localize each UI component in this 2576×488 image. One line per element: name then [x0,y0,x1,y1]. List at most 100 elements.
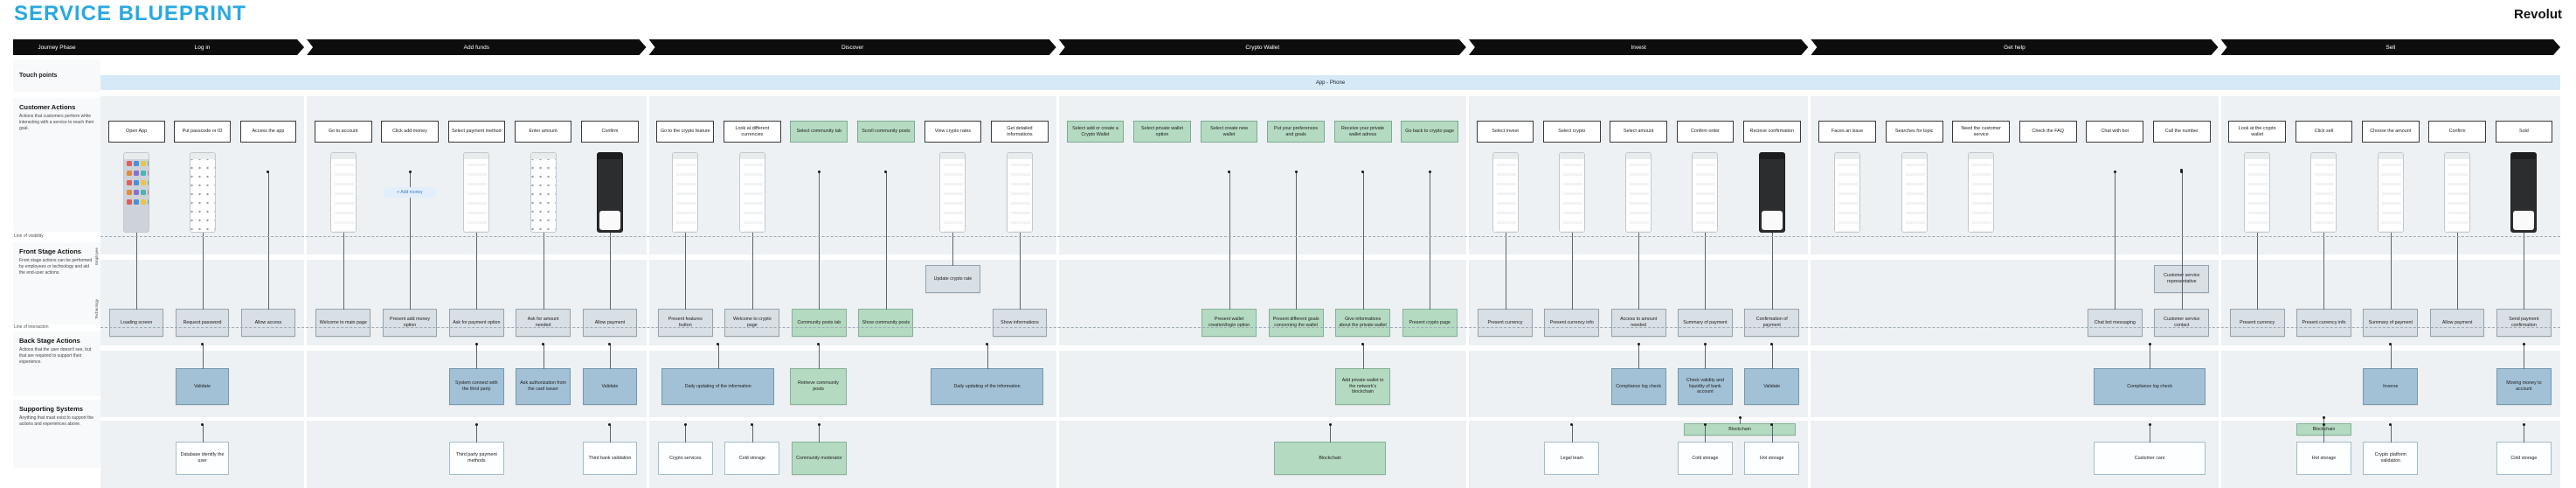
phone-screenshot[interactable] [1558,152,1585,233]
sticky-note[interactable]: Present different goals concerning the w… [1268,171,1324,337]
customer-action-card[interactable]: Look at the crypto wallet [2228,121,2286,143]
customer-action-card[interactable]: Click sell [2295,121,2353,143]
sticky-note[interactable]: Customer care [2094,423,2206,475]
sticky-note[interactable]: Validate [1744,343,1800,405]
sticky-note[interactable]: Present currency info [2296,171,2351,337]
sticky-note[interactable]: Present currency info [1544,171,1600,337]
sticky-note[interactable]: Show informations [992,171,1048,337]
phone-screenshot[interactable] [2377,152,2404,233]
phone-screenshot[interactable] [1834,152,1861,233]
sticky-note[interactable]: Third party payment methods [448,423,504,475]
phone-screenshot[interactable] [672,152,699,233]
phone-screenshot[interactable] [1625,152,1652,233]
customer-action-card[interactable]: Select create new wallet [1200,121,1258,143]
phone-screenshot[interactable] [123,152,150,233]
phone-screenshot[interactable] [2310,152,2337,233]
sticky-note[interactable]: Confirmation of payment [1744,171,1800,337]
customer-action-card[interactable]: Go back to crypto page [1401,121,1459,143]
sticky-note[interactable]: Request password [175,171,230,337]
customer-action-card[interactable]: Go to account [314,121,372,143]
sticky-note[interactable]: Crypto platform validation [2363,423,2419,475]
phone-screenshot[interactable] [1901,152,1928,233]
phone-screenshot[interactable] [1492,152,1519,233]
sticky-note[interactable]: Moving money to account [2496,343,2552,405]
sticky-note[interactable]: Validate [582,343,638,405]
phone-screenshot[interactable] [596,152,623,233]
sticky-note[interactable]: Ask for amount needed [516,171,571,337]
sticky-note[interactable]: Present crypto page [1402,171,1458,337]
customer-action-card[interactable]: Select invest [1476,121,1534,143]
sticky-note[interactable]: Send payment confirmation [2496,171,2552,337]
phone-screenshot[interactable] [2510,152,2538,233]
sticky-note[interactable]: Hot storage [1744,423,1800,475]
sticky-note[interactable]: Present currency [1478,171,1533,337]
customer-action-card[interactable]: Select private wallet option [1133,121,1191,143]
phone-screenshot[interactable] [2444,152,2471,233]
customer-action-card[interactable]: Call the number [2152,121,2211,143]
customer-action-card[interactable]: Confirm order [1676,121,1735,143]
sticky-note[interactable]: Third bank validation [582,423,638,475]
phone-screenshot[interactable] [738,152,765,233]
sticky-note[interactable]: Community moderator [791,423,847,475]
customer-action-card[interactable]: Check the FAQ [2019,121,2077,143]
customer-action-card[interactable]: Get detailed informations [991,121,1049,143]
customer-action-card[interactable]: Confirm [581,121,639,143]
customer-action-card[interactable]: Go to the crypto feature [656,121,715,143]
sticky-note[interactable]: Check validity and liquidity of bank acc… [1678,343,1733,405]
sticky-note[interactable]: Database identify the user [175,423,230,475]
sticky-note[interactable]: Ask authorization from the card issuer [516,343,571,405]
sticky-note[interactable]: Chat bot messaging [2087,171,2143,337]
sticky-note[interactable]: Cold storage [1678,423,1733,475]
customer-action-card[interactable]: Click add money [381,121,439,143]
sticky-note[interactable]: Inverse [2363,343,2419,405]
customer-action-card[interactable]: Recieve confirmation [1742,121,1801,143]
sticky-note[interactable]: Compliance log check [2094,343,2206,405]
sticky-note[interactable]: Cold storage [724,423,780,475]
customer-action-card[interactable]: Access the app [239,121,297,143]
sticky-note[interactable]: Crypto services [657,423,713,475]
sticky-note[interactable]: Compliance log check [1610,343,1666,405]
phone-screenshot[interactable] [1006,152,1033,233]
customer-action-card[interactable]: Look at different currencies [723,121,781,143]
phone-screenshot[interactable] [189,152,216,233]
customer-action-card[interactable]: Enter amount [514,121,572,143]
customer-action-card[interactable]: Select community tab [790,121,848,143]
sticky-note[interactable]: Ask for payment option [448,171,504,337]
customer-action-card[interactable]: Need the customer service [1952,121,2011,143]
sticky-note[interactable]: Cold storage [2496,423,2552,475]
sticky-note[interactable]: Blockchain [1274,423,1386,475]
sticky-note[interactable]: Summary of payment [1678,171,1733,337]
phone-screenshot[interactable] [939,152,966,233]
sticky-note[interactable]: Blockchain [1684,416,1796,436]
sticky-note[interactable]: Allow payment [2429,171,2485,337]
customer-action-card[interactable]: Scroll community posts [857,121,915,143]
customer-action-card[interactable]: Select payment method [447,121,506,143]
sticky-note[interactable]: Allow access [240,171,295,337]
sticky-note[interactable]: Welcome to crypto page [724,171,780,337]
customer-action-card[interactable]: Put your preferences and goals [1267,121,1325,143]
sticky-note[interactable]: Customer service contact [2154,171,2210,337]
sticky-note[interactable]: Community posts tab [791,171,847,337]
phone-screenshot[interactable] [530,152,557,233]
sticky-note[interactable]: Show community posts [858,171,914,337]
customer-action-card[interactable]: Searches for topic [1885,121,1943,143]
sticky-note[interactable]: Add private wallet to the network's bloc… [1335,343,1391,405]
customer-action-card[interactable]: Sold [2495,121,2553,143]
sticky-note[interactable]: Validate [175,343,230,405]
phone-screenshot[interactable] [1692,152,1719,233]
customer-action-card[interactable]: Chat with bot [2086,121,2144,143]
customer-action-card[interactable]: View crypto rates [924,121,982,143]
phone-screenshot[interactable] [2244,152,2271,233]
customer-action-card[interactable]: Select add or create a Crypto Wallet [1066,121,1125,143]
sticky-note[interactable]: Daily updating of the information [661,343,775,405]
sticky-note[interactable]: Present wallet creation/login option [1201,171,1257,337]
customer-action-card[interactable]: Select amount [1610,121,1667,143]
sticky-note[interactable]: Legal team [1544,423,1600,475]
customer-action-card[interactable]: Faces an issue [1818,121,1877,143]
sticky-note[interactable]: Allow payment [582,171,638,337]
sticky-note[interactable]: System connect with the third party [448,343,504,405]
customer-action-card[interactable]: Open App [107,121,165,143]
customer-action-card[interactable]: Choose the amount [2361,121,2420,143]
phone-screenshot[interactable] [1758,152,1785,233]
sticky-note[interactable]: Summary of payment [2363,171,2419,337]
